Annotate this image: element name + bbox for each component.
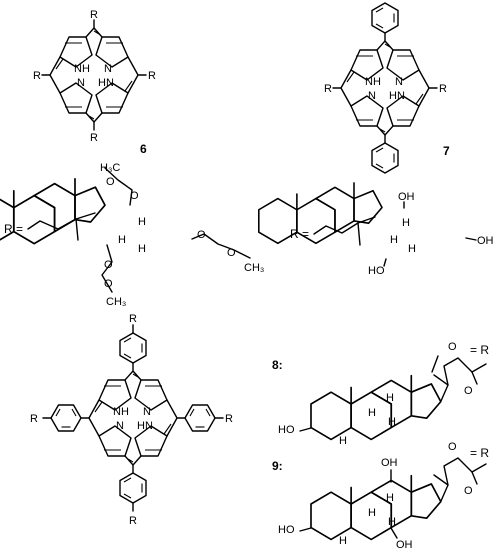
nh-label: NH [365, 76, 381, 88]
nh-label: NH [74, 63, 90, 75]
h-label: H [138, 243, 146, 255]
oh-label: OH [396, 539, 413, 550]
h-label: H [388, 416, 396, 428]
h-label: H [368, 407, 376, 419]
h3c-label: H₃C [100, 162, 120, 174]
h-label: H [386, 392, 394, 404]
mom-protected-steroid-r-group: R = O O H₃C O O CH₃ O O CH₃ H H H [0, 162, 264, 308]
o-label: O [130, 190, 139, 202]
r-substituent-label: R [439, 83, 447, 95]
hn-label: HN [389, 90, 405, 102]
r-substituent-label: R [30, 413, 38, 425]
oh-label: OH [477, 235, 494, 247]
r-substituent-label: R [129, 313, 137, 325]
cholic-steroid-r-group: R = OH OH HO H H H [258, 182, 494, 277]
ho-label: HO [278, 524, 295, 536]
o-label: O [104, 259, 113, 271]
h-label: H [368, 507, 376, 519]
n-label: N [104, 63, 112, 75]
h-label: H [388, 516, 396, 528]
compound-6-structure: NH N N HN R R R R [33, 9, 156, 144]
o-label: O [464, 385, 473, 397]
h-label: H [138, 216, 146, 228]
r-substituent-label: R [225, 413, 233, 425]
r-substituent-label: R [90, 9, 98, 21]
equals-r-label: = R [470, 446, 489, 460]
compound-7-structure: NH N N HN R R [324, 2, 447, 174]
o-label: O [104, 278, 113, 290]
ho-label: HO [368, 265, 385, 277]
h-label: H [339, 435, 347, 447]
tetraaryl-porphyrin-structure: NH N N HN R R R R [30, 313, 233, 527]
o-label: O [106, 176, 115, 188]
nh-label: NH [113, 406, 129, 418]
r-substituent-label: R [148, 70, 156, 82]
o-label: O [448, 341, 457, 353]
oh-label: OH [398, 191, 415, 203]
r-substituent-label: R [129, 515, 137, 527]
hn-label: HN [98, 77, 114, 89]
equals-r-label: = R [470, 343, 489, 357]
n-label: N [77, 77, 85, 89]
hn-label: HN [137, 420, 153, 432]
compound-number-7: 7 [443, 144, 450, 158]
o-label: O [464, 485, 473, 497]
n-label: N [143, 406, 151, 418]
h-label: H [339, 535, 347, 547]
ho-label: HO [278, 424, 295, 436]
o-label: O [227, 247, 236, 259]
o-label: O [197, 229, 206, 241]
h-label: H [402, 217, 410, 229]
n-label: N [116, 420, 124, 432]
compound-number-8: 8: [272, 358, 283, 372]
o-label: O [448, 441, 457, 453]
h-label: H [118, 234, 126, 246]
h-label: H [390, 234, 398, 246]
r-substituent-label: R [33, 70, 41, 82]
n-label: N [395, 76, 403, 88]
h-label: H [408, 243, 416, 255]
r-substituent-label: R [324, 83, 332, 95]
compound-9-steroid-ester: 9: O O = R OH OH HO H H H H [272, 441, 489, 550]
r-substituent-label: R [90, 132, 98, 144]
compound-number-9: 9: [272, 459, 283, 473]
n-label: N [368, 90, 376, 102]
h-label: H [386, 492, 394, 504]
compound-8-steroid-ester: 8: O O = R HO H H H H [272, 341, 489, 447]
compound-number-6: 6 [140, 142, 147, 156]
ch3-label: CH₃ [106, 296, 126, 308]
oh-label: OH [381, 457, 398, 469]
ch3-label: CH₃ [244, 262, 264, 274]
